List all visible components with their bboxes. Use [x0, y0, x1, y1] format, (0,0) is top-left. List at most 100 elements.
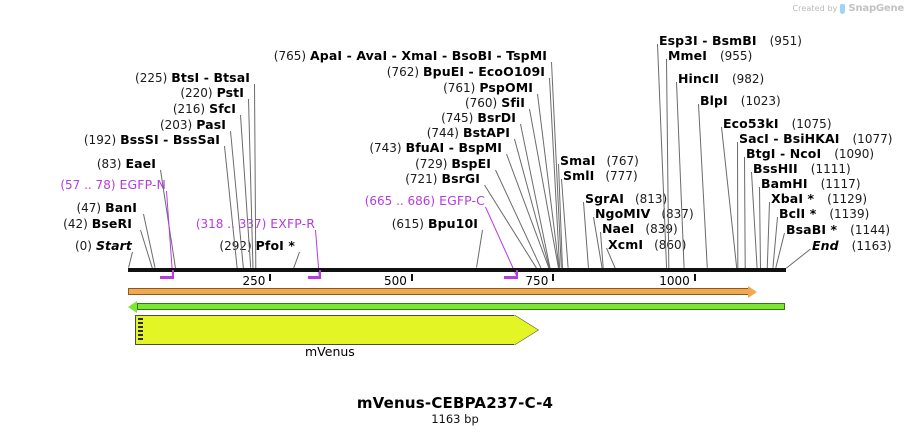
site-position: (216) — [172, 102, 206, 116]
site-label-bcli[interactable]: BclI * (1139) — [779, 207, 869, 221]
site-name: BsrGI — [441, 171, 480, 186]
site-name: BanI — [105, 200, 137, 215]
primer-label-egfp-n[interactable]: (57 .. 78) EGFP-N — [4, 178, 166, 192]
site-label-bstapi[interactable]: (744) BstAPI — [330, 126, 510, 140]
site-label-bspei[interactable]: (729) BspEI — [330, 157, 491, 171]
site-position: (777) — [605, 169, 638, 183]
site-name: XbaI * — [771, 191, 815, 206]
site-label-bsshii[interactable]: BssHII (1111) — [753, 162, 851, 176]
site-position: (192) — [83, 133, 117, 147]
site-label-bpuei[interactable]: (762) BpuEI - EcoO109I — [330, 65, 545, 79]
site-position: (83) — [96, 157, 122, 171]
site-name: SfiI — [501, 95, 525, 110]
site-name: PfoI * — [255, 238, 295, 253]
site-label-eaei[interactable]: (83) EaeI — [4, 157, 156, 171]
ruler-tick-label: 1000 — [659, 274, 690, 288]
site-label-mmei[interactable]: MmeI (955) — [668, 49, 752, 63]
site-position: (1077) — [852, 132, 893, 146]
site-label-sfii[interactable]: (760) SfiI — [330, 96, 525, 110]
site-label-bseri[interactable]: (42) BseRI — [4, 217, 132, 231]
leader-line-site-label-bamhi — [759, 186, 761, 269]
site-name: BsaBI * — [786, 222, 838, 237]
site-position: (203) — [159, 118, 193, 132]
site-label-smai[interactable]: SmaI (767) — [560, 154, 639, 168]
site-name: Bpu10I — [427, 216, 478, 231]
site-label-end[interactable]: End (1163) — [812, 239, 892, 253]
leader-line-site-label-pfoi — [293, 251, 300, 269]
site-position: (860) — [654, 238, 687, 252]
site-label-ngomiv[interactable]: NgoMIV (837) — [595, 207, 694, 221]
site-label-bani[interactable]: (47) BanI — [4, 201, 137, 215]
primer-mark[interactable] — [307, 276, 319, 279]
site-label-psti[interactable]: (220) PstI — [4, 86, 244, 100]
sequence-backbone[interactable] — [128, 268, 786, 272]
site-label-eco53ki[interactable]: Eco53kI (1075) — [723, 117, 832, 131]
watermark-prefix: Created by — [792, 4, 838, 13]
leader-line-site-label-eco53ki — [721, 126, 738, 269]
leader-line-site-label-sgrai — [583, 201, 589, 269]
primer-label-egfp-c[interactable]: (665 .. 686) EGFP-C — [330, 194, 485, 208]
site-name: End — [812, 238, 839, 253]
site-label-bfuai[interactable]: (743) BfuAI - BspMI — [330, 141, 502, 155]
site-label-xcmi[interactable]: XcmI (860) — [608, 238, 686, 252]
ruler-tick — [552, 274, 555, 281]
primer-mark[interactable] — [160, 276, 173, 279]
site-label-btgi[interactable]: BtgI - NcoI (1090) — [746, 147, 874, 161]
site-label-bpu10i[interactable]: (615) Bpu10I — [330, 217, 478, 231]
site-position: (1129) — [827, 192, 868, 206]
leader-line-site-label-xbai — [766, 201, 770, 269]
site-position: (615) — [391, 217, 424, 231]
primer-mark-tick — [172, 270, 175, 279]
site-label-apai[interactable]: (765) ApaI - AvaI - XmaI - BsoBI - TspMI — [230, 49, 547, 63]
site-label-smli[interactable]: SmlI (777) — [563, 169, 638, 183]
green-arrow-head-icon — [128, 300, 137, 313]
site-name: BseRI — [91, 216, 132, 231]
site-label-pfoi[interactable]: (292) PfoI * — [160, 239, 295, 253]
site-name: Esp3I - BsmBI — [659, 33, 757, 48]
sequence-length: 1163 bp — [431, 412, 479, 426]
site-name: BfuAI - BspMI — [405, 140, 502, 155]
green-feature-arrow[interactable] — [137, 303, 785, 310]
site-label-pasi[interactable]: (203) PasI — [4, 118, 226, 132]
site-name: BssSI - BssSaI — [120, 132, 220, 147]
site-label-hincii[interactable]: HincII (982) — [678, 72, 764, 86]
site-position: (729) — [415, 157, 448, 171]
site-label-bsssi[interactable]: (192) BssSI - BssSaI — [4, 133, 220, 147]
site-position: (721) — [405, 172, 438, 186]
site-label-bsabi[interactable]: BsaBI * (1144) — [786, 223, 890, 237]
site-label-esp3i[interactable]: Esp3I - BsmBI (951) — [659, 34, 802, 48]
primer-mark[interactable] — [504, 276, 517, 279]
leader-line-site-label-start — [128, 251, 133, 269]
mvenus-arrow-head-icon — [514, 315, 538, 345]
site-label-sfci[interactable]: (216) SfcI — [4, 102, 236, 116]
site-name: MmeI — [668, 48, 707, 63]
site-label-sgrai[interactable]: SgrAI (813) — [585, 192, 667, 206]
site-label-bsrgi[interactable]: (721) BsrGI — [330, 172, 480, 186]
site-name: BstAPI — [462, 125, 510, 140]
site-label-naei[interactable]: NaeI (839) — [602, 222, 678, 236]
site-position: (292) — [219, 239, 252, 253]
orange-feature-arrow[interactable] — [128, 288, 750, 295]
mvenus-feature-arrow[interactable] — [135, 315, 515, 345]
site-position: (813) — [634, 192, 668, 206]
mvenus-feature-label: mVenus — [305, 344, 355, 359]
site-label-bsrdi[interactable]: (745) BsrDI — [330, 111, 516, 125]
site-label-pspomi[interactable]: (761) PspOMI — [330, 81, 533, 95]
site-label-blpi[interactable]: BlpI (1023) — [700, 94, 781, 108]
ruler-tick-label: 250 — [242, 274, 266, 288]
leader-line-site-label-btsi — [254, 83, 257, 268]
site-name: BssHII — [753, 161, 798, 176]
site-label-btsi[interactable]: (225) BtsI - BtsaI — [4, 71, 250, 85]
leader-line-site-label-bsshii — [751, 171, 758, 269]
site-label-start[interactable]: (0) Start — [4, 239, 132, 253]
site-position: (47) — [76, 201, 102, 215]
site-position: (760) — [464, 96, 498, 110]
site-label-xbai[interactable]: XbaI * (1129) — [771, 192, 867, 206]
site-label-bamhi[interactable]: BamHI (1117) — [761, 177, 861, 191]
primer-range: (57 .. 78) — [60, 178, 116, 192]
site-label-saci[interactable]: SacI - BsiHKAI (1077) — [739, 132, 892, 146]
site-position: (762) — [386, 65, 420, 79]
primer-name: EGFP-N — [119, 177, 166, 192]
site-position: (837) — [661, 207, 694, 221]
